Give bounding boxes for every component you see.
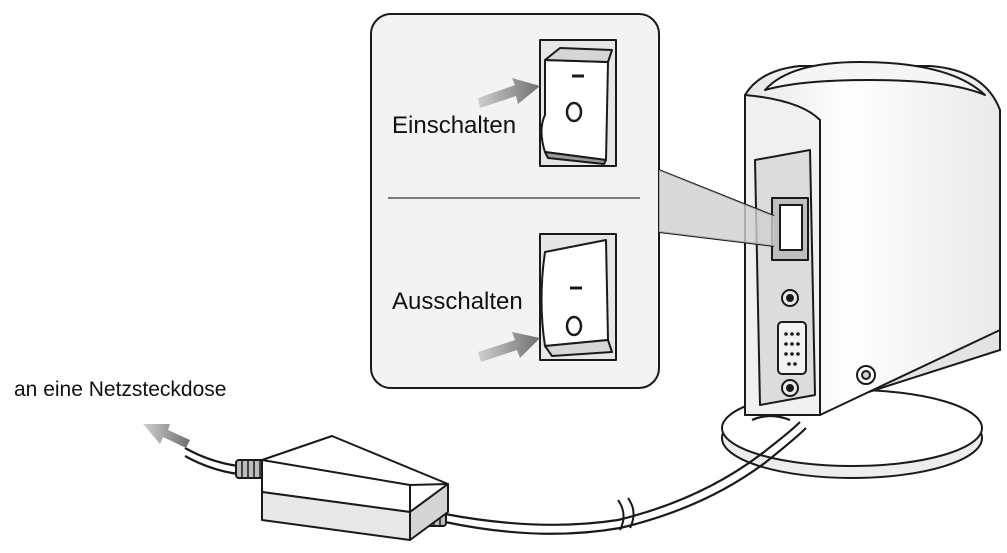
arrow-icon [478, 332, 540, 362]
power-adapter [235, 435, 449, 541]
power-switch-on [539, 39, 617, 167]
device-unit [744, 61, 1001, 416]
switch-off-label: Ausschalten [392, 288, 523, 315]
arrow-icon [478, 78, 540, 108]
power-switch-off [539, 233, 617, 361]
arrow-icon [143, 424, 190, 448]
power-cable [184, 414, 807, 535]
outlet-label: an eine Netzsteckdose [14, 378, 227, 401]
switch-on-label: Einschalten [392, 112, 517, 139]
